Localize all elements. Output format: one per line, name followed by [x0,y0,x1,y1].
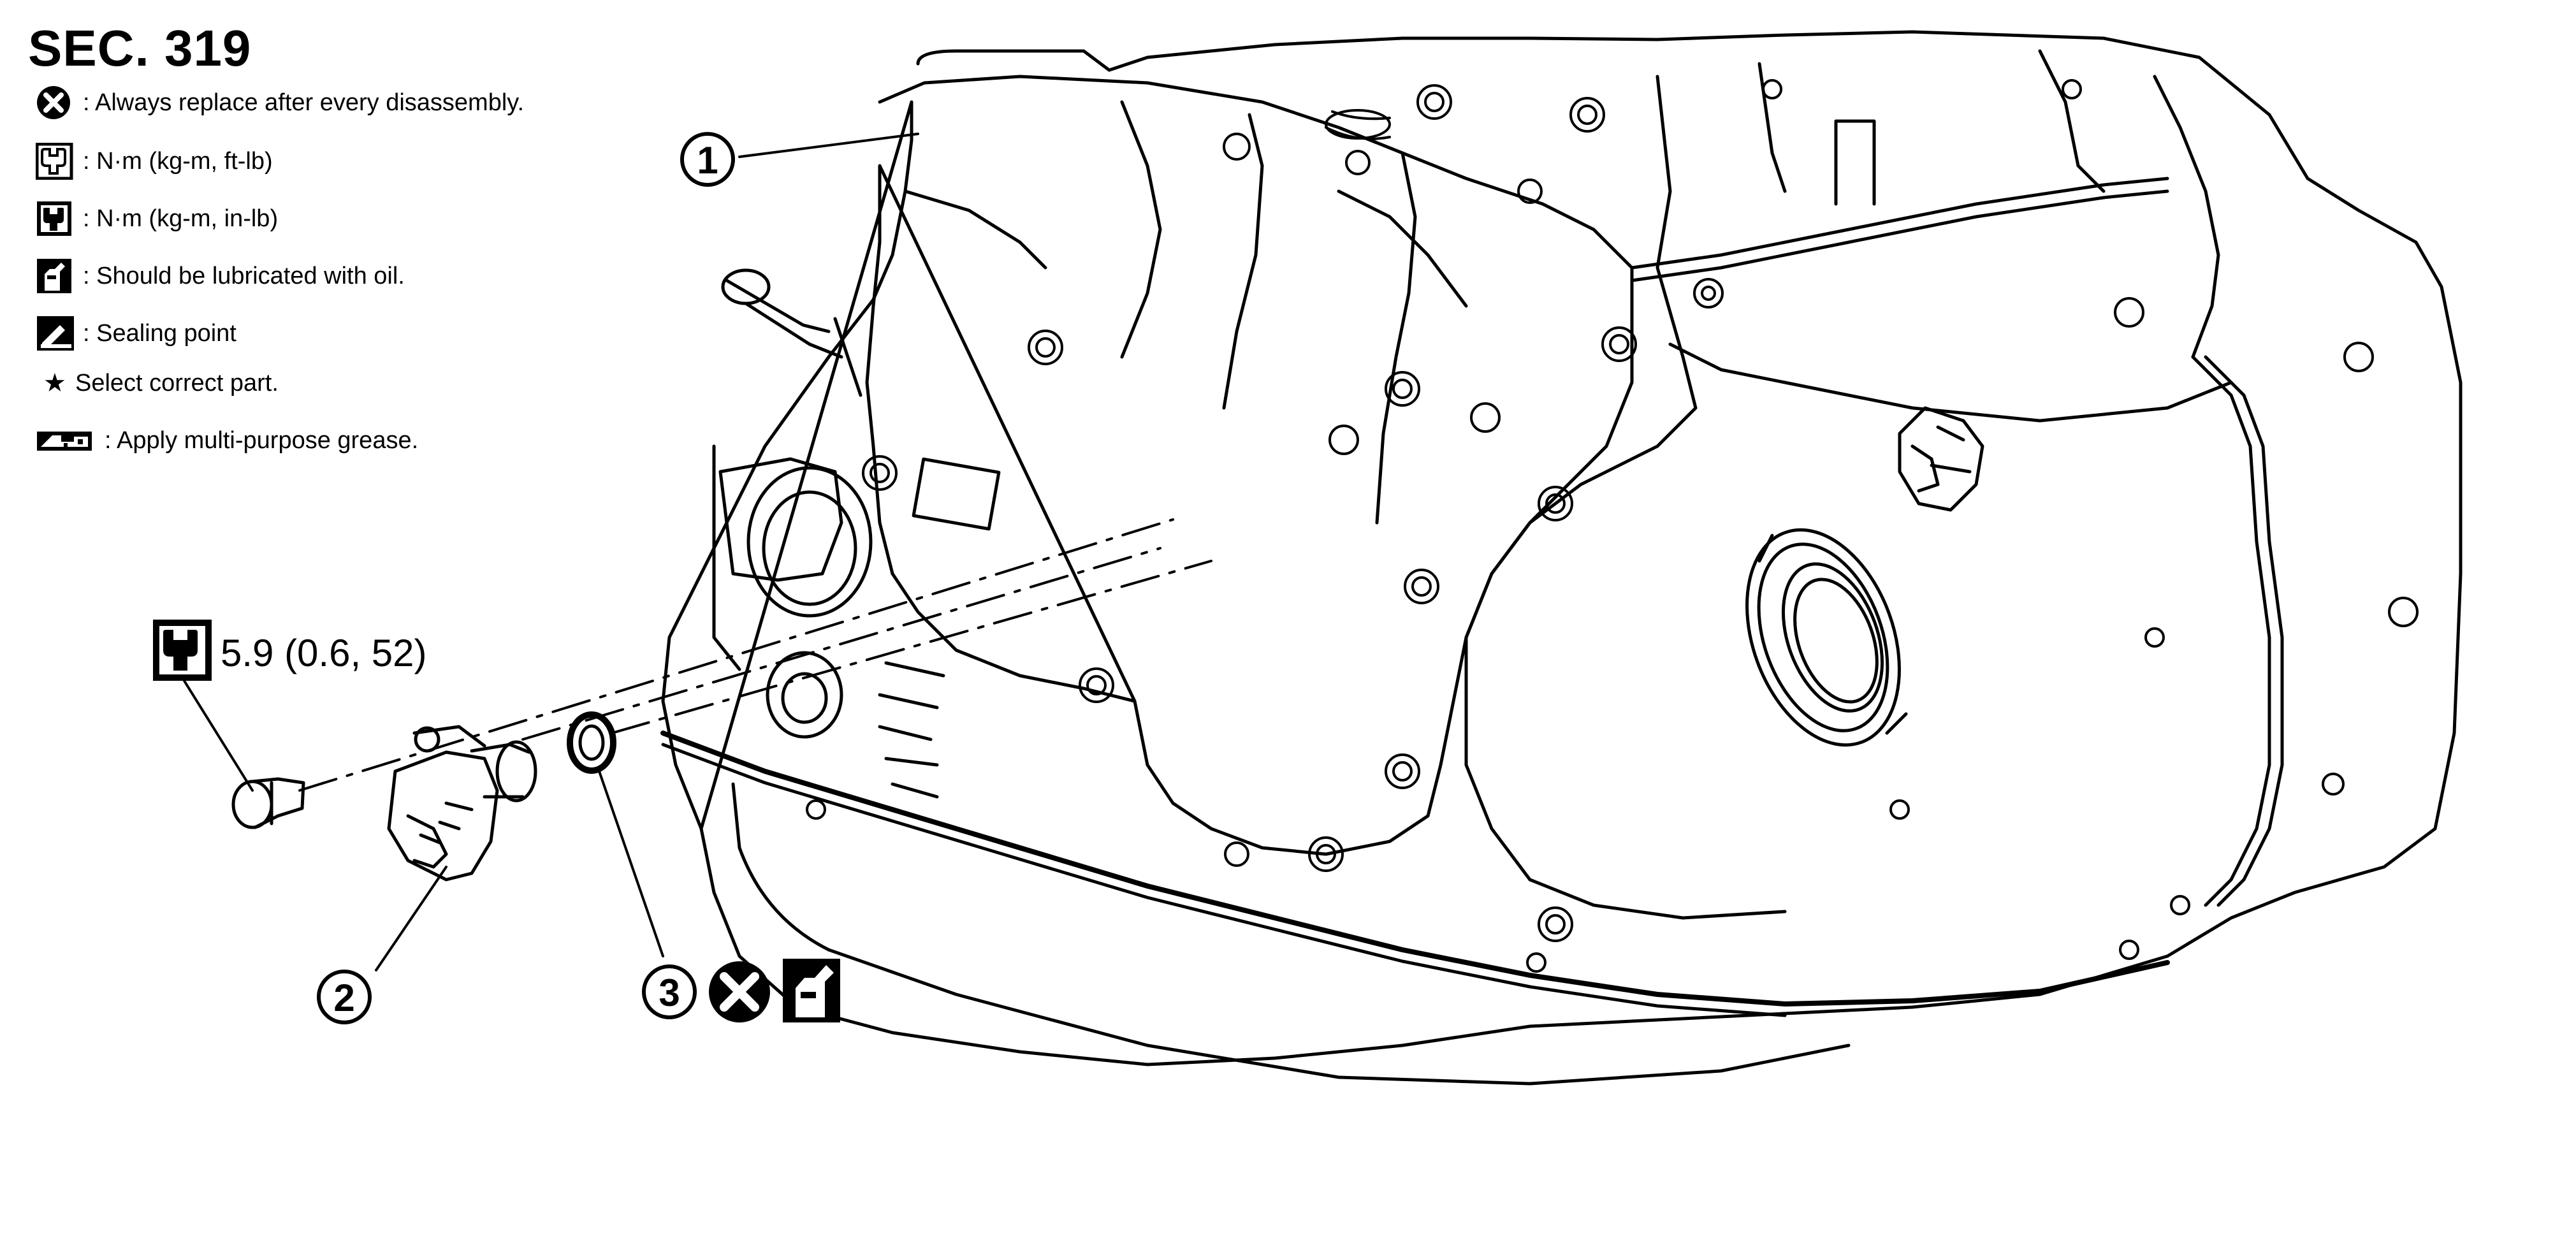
always-replace-icon [37,86,70,119]
sealing-point-icon [37,316,74,351]
callout-sensor: 2 [317,970,372,1024]
callout-transaxle: 1 [680,132,735,187]
grease-icon [37,432,92,451]
torque-spec-label: 5.9 (0.6, 52) [221,632,427,674]
assembly-centerline [298,518,1212,792]
cover-bolts [806,79,2419,973]
coolant-pipe [712,268,1001,799]
legend-text: : Should be lubricated with oil. [83,262,405,289]
legend-text: : Sealing point [83,319,236,347]
callout-number: 1 [697,139,718,182]
legend-text: : Always replace after every disassembly… [83,89,525,116]
leader-lines [180,133,919,971]
section-title: SEC. 319 [28,20,252,76]
callout-o-ring: 3 [642,964,697,1019]
o-ring-part [567,711,616,774]
callout-number: 2 [333,977,354,1019]
legend-row-torque-inlb: : N·m (kg-m, in-lb) [36,196,278,241]
callout-number: 3 [659,971,680,1014]
legend-row-sealing: : Sealing point [36,311,236,356]
oil-seal-rear [1745,528,1908,747]
star-icon: ★ [43,369,66,397]
legend-row-torque-ftlb: : N·m (kg-m, ft-lb) [36,139,273,184]
transaxle-housing [660,30,2463,1086]
legend-text: : N·m (kg-m, ft-lb) [83,147,273,175]
lubricate-oil-icon [783,959,840,1022]
legend-text: : N·m (kg-m, in-lb) [83,205,279,232]
mounting-bolt [231,777,305,829]
lubricate-oil-icon [37,259,71,293]
position-sensor [387,725,537,882]
legend-row-select-part: ★ Select correct part. [36,361,279,405]
legend-text: Select correct part. [75,369,279,396]
always-replace-icon [709,961,770,1022]
housing-sensor [1898,406,1984,512]
torque-ftlb-icon [36,143,73,180]
legend-text: : Apply multi-purpose grease. [105,426,419,454]
legend-row-always-replace: : Always replace after every disassembly… [36,80,524,125]
legend-row-lubricate: : Should be lubricated with oil. [36,254,405,298]
torque-inlb-icon [37,201,71,236]
legend-row-grease: : Apply multi-purpose grease. [36,418,418,463]
torque-spec-icon [153,620,212,681]
